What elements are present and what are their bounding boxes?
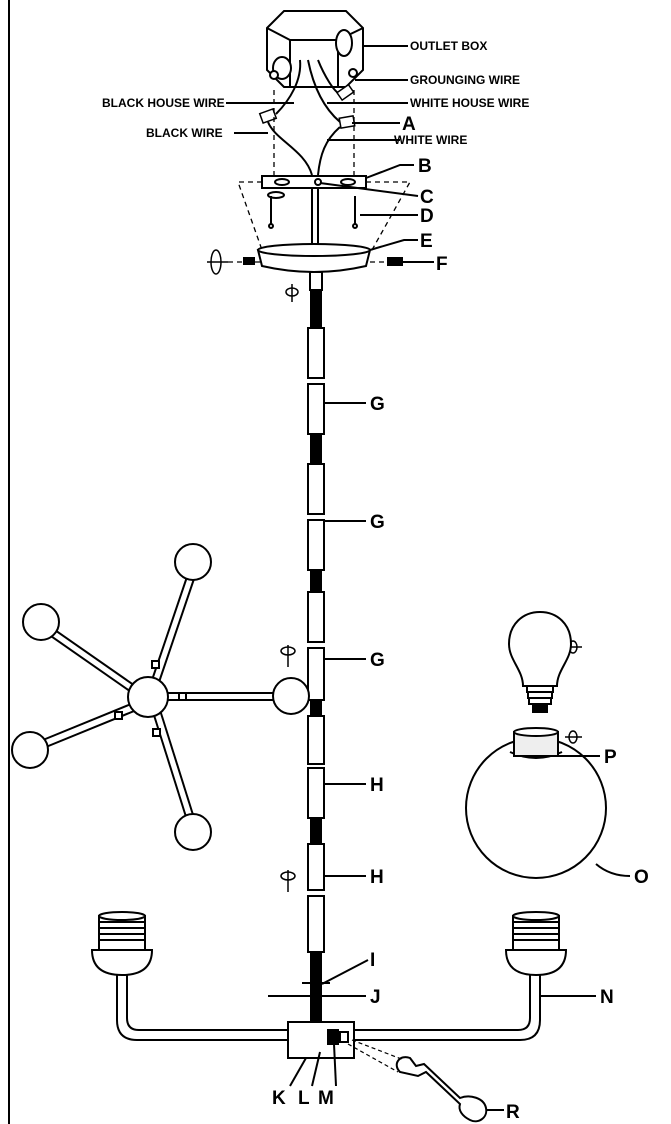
wrench: [395, 1056, 488, 1123]
part-label-e: E: [420, 231, 433, 252]
label-white-house-wire: WHITE HOUSE WIRE: [410, 96, 529, 110]
dashed-guides: [228, 90, 412, 263]
outlet-box: [266, 10, 364, 88]
part-label-g1: G: [370, 394, 385, 415]
part-label-m: M: [318, 1088, 334, 1109]
label-outlet-box: OUTLET BOX: [410, 39, 487, 53]
wire-nut-a: [258, 83, 356, 130]
part-label-b: B: [418, 156, 432, 177]
part-label-h2: H: [370, 867, 384, 888]
downrod-stem: [307, 289, 325, 1023]
leader-lines: [226, 45, 631, 1111]
part-label-f: F: [436, 254, 448, 275]
part-label-p: P: [604, 747, 617, 768]
light-bulb: [507, 610, 573, 713]
part-label-r: R: [506, 1102, 520, 1123]
part-label-i: I: [370, 950, 375, 971]
arm-layout-diagram: [11, 543, 310, 851]
fixture-arms: [116, 975, 541, 1041]
part-label-o: O: [634, 867, 649, 888]
socket-right: [504, 911, 568, 977]
part-label-g2: G: [370, 512, 385, 533]
glass-globe: [465, 727, 607, 879]
part-label-j: J: [370, 987, 381, 1008]
wrench-dashed-guides: [347, 1039, 405, 1073]
canopy: [256, 243, 372, 291]
part-label-c: C: [420, 187, 434, 208]
label-grounding-wire: GROUNGING WIRE: [410, 73, 520, 87]
center-hub: [287, 1021, 355, 1059]
label-black-wire: BLACK WIRE: [146, 126, 223, 140]
part-label-k: K: [272, 1088, 286, 1109]
part-label-l: L: [298, 1088, 310, 1109]
part-label-h1: H: [370, 775, 384, 796]
label-black-house-wire: BLACK HOUSE WIRE: [102, 96, 225, 110]
socket-left: [90, 911, 154, 977]
label-white-wire: WHITE WIRE: [394, 133, 467, 147]
part-label-g3: G: [370, 650, 385, 671]
part-label-n: N: [600, 987, 614, 1008]
crossbar-screws: [267, 191, 358, 229]
part-label-a: A: [402, 114, 416, 135]
part-label-d: D: [420, 206, 434, 227]
callout-labels: OUTLET BOX GROUNGING WIRE BLACK HOUSE WI…: [102, 39, 649, 1123]
